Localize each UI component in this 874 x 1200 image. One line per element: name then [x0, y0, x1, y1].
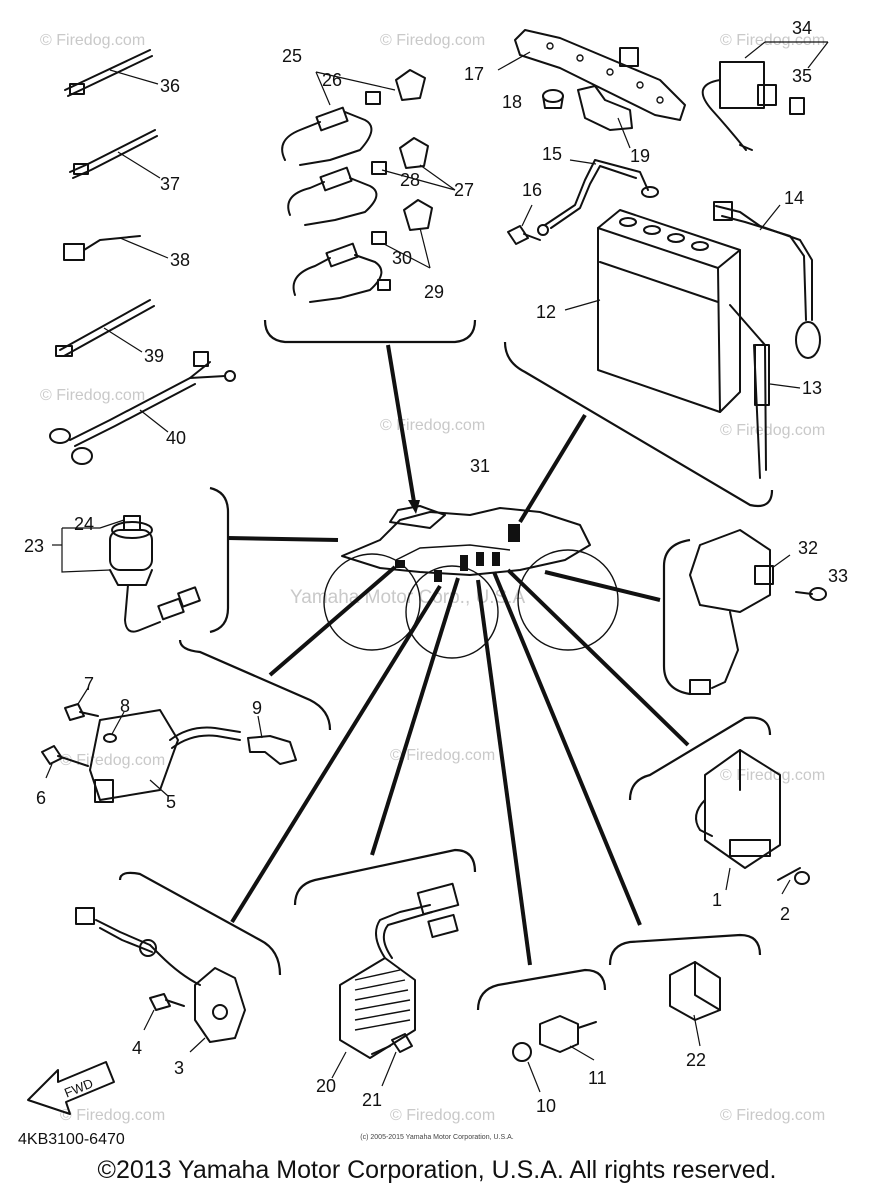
part-number: 4KB3100-6470 [18, 1131, 125, 1148]
callout-19: 19 [630, 146, 650, 166]
callout-29: 29 [424, 282, 444, 302]
part-12-battery [564, 209, 741, 413]
atv-outline [323, 505, 619, 659]
part-34-relay [701, 41, 829, 151]
connector-lines [227, 344, 690, 966]
callout-3: 3 [174, 1058, 184, 1078]
callout-8: 8 [120, 696, 130, 716]
part-7-bolt [64, 687, 99, 721]
part-21-bolt [371, 1033, 413, 1087]
part-18-grommet [542, 89, 564, 109]
part-24-key [62, 515, 153, 539]
callout-20: 20 [316, 1076, 336, 1096]
part-39-band [55, 299, 155, 357]
small-copyright-note: (c) 2005-2015 Yamaha Motor Corporation, … [360, 1134, 514, 1141]
part-8-washer [103, 711, 125, 743]
callout-21: 21 [362, 1090, 382, 1110]
group-brackets [118, 319, 774, 1011]
callout-4: 4 [132, 1038, 142, 1058]
watermark: © Firedog.com [390, 747, 495, 764]
callout-37: 37 [160, 174, 180, 194]
part-15-cable [537, 159, 659, 236]
callout-17: 17 [464, 64, 484, 84]
part-2-bolt [777, 867, 810, 895]
callout-labels: 1 2 3 4 5 6 7 8 9 10 11 12 13 14 15 16 1… [24, 18, 848, 1116]
copyright-footer: ©2013 Yamaha Motor Corporation, U.S.A. A… [97, 1156, 777, 1184]
part-38-clamp [63, 235, 169, 261]
callout-31: 31 [470, 456, 490, 476]
part-14-cable [713, 201, 821, 359]
watermark: © Firedog.com [380, 417, 485, 434]
callout-34: 34 [792, 18, 812, 38]
callout-18: 18 [502, 92, 522, 112]
callout-16: 16 [522, 180, 542, 200]
callout-9: 9 [252, 698, 262, 718]
callout-13: 13 [802, 378, 822, 398]
callout-24: 24 [74, 514, 94, 534]
watermark: © Firedog.com [60, 752, 165, 769]
callout-25: 25 [282, 46, 302, 66]
part-13-vent-hose [729, 304, 801, 479]
callout-30: 30 [392, 248, 412, 268]
callout-10: 10 [536, 1096, 556, 1116]
watermark: © Firedog.com [720, 767, 825, 784]
callout-12: 12 [536, 302, 556, 322]
part-5-ignition-coil [89, 709, 241, 803]
callout-27: 27 [454, 180, 474, 200]
callout-14: 14 [784, 188, 804, 208]
part-6-bolt [41, 745, 89, 779]
part-23-main-switch [52, 528, 201, 633]
callout-7: 7 [84, 674, 94, 694]
callout-39: 39 [144, 346, 164, 366]
part-36-band [64, 49, 159, 97]
callout-32: 32 [798, 538, 818, 558]
watermark: © Firedog.com [390, 1107, 495, 1124]
callout-6: 6 [36, 788, 46, 808]
part-22-cover [669, 961, 721, 1047]
watermark: © Firedog.com [720, 1107, 825, 1124]
part-17-bracket [497, 29, 686, 121]
watermark: © Firedog.com [380, 32, 485, 49]
part-35-fuse [789, 97, 805, 115]
part-19-bracket [577, 85, 633, 149]
part-20-rectifier [331, 882, 460, 1079]
part-3-pickup-coil [75, 907, 246, 1053]
part-16-bolt [507, 204, 541, 245]
part-27-sensor [287, 137, 456, 226]
part-9-plug-cap [247, 715, 297, 765]
watermark: © Firedog.com [40, 387, 145, 404]
callout-38: 38 [170, 250, 190, 270]
part-10-washer [512, 1042, 541, 1093]
part-4-bolt [143, 993, 185, 1031]
part-37-band [69, 129, 161, 179]
callout-23: 23 [24, 536, 44, 556]
callout-35: 35 [792, 66, 812, 86]
part-33-bolt [795, 587, 827, 601]
part-1-cdi [695, 749, 781, 891]
callout-26: 26 [322, 70, 342, 90]
callout-40: 40 [166, 428, 186, 448]
callout-15: 15 [542, 144, 562, 164]
part-29-sensor [292, 199, 433, 303]
callout-28: 28 [400, 170, 420, 190]
watermark: © Firedog.com [40, 32, 145, 49]
callout-2: 2 [780, 904, 790, 924]
callout-1: 1 [712, 890, 722, 910]
watermark: © Firedog.com [60, 1107, 165, 1124]
watermark: © Firedog.com [720, 422, 825, 439]
part-25-sensor [281, 69, 426, 166]
callout-22: 22 [686, 1050, 706, 1070]
watermark: © Firedog.com [720, 32, 825, 49]
part-11-switch [539, 1015, 597, 1061]
callout-5: 5 [166, 792, 176, 812]
callout-33: 33 [828, 566, 848, 586]
watermark-layer: © Firedog.com © Firedog.com © Firedog.co… [40, 32, 825, 1124]
callout-11: 11 [588, 1068, 607, 1088]
part-40-harness [49, 351, 236, 465]
callout-36: 36 [160, 76, 180, 96]
part-32-unit [689, 529, 791, 695]
